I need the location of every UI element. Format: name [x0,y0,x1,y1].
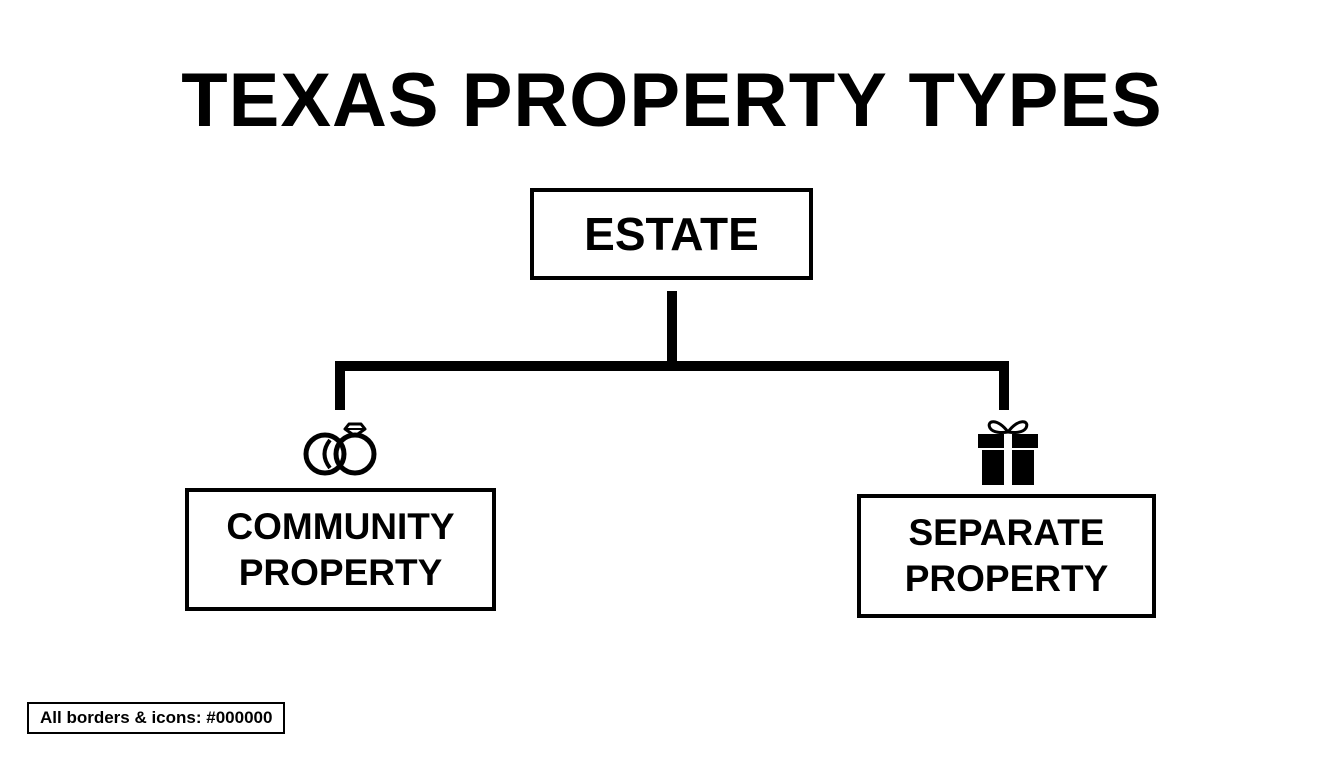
estate-node: ESTATE [530,188,813,280]
community-property-label: COMMUNITY PROPERTY [226,505,455,593]
estate-label: ESTATE [584,208,759,260]
community-property-node: COMMUNITY PROPERTY [185,488,496,611]
separate-property-node: SEPARATE PROPERTY [857,494,1156,618]
gift-box-icon [978,420,1038,485]
color-note: All borders & icons: #000000 [27,702,286,734]
separate-property-label: SEPARATE PROPERTY [904,512,1109,599]
diagram-title: TEXAS PROPERTY TYPES [181,58,1163,143]
wedding-rings-icon [303,422,377,476]
